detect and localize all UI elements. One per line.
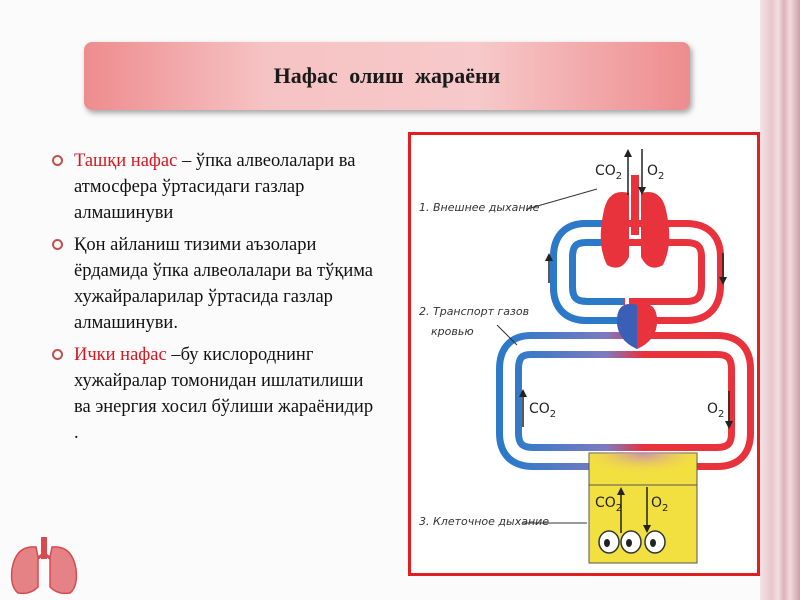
lungs-icon xyxy=(600,191,670,268)
label-gas-transport: 2. Транспорт газов xyxy=(419,305,529,318)
bullet-highlight: Ташқи нафас xyxy=(74,151,178,171)
co2-label-cell: CO2 xyxy=(595,495,622,514)
bullet-text: –бу кислороднинг хужайралар томонидан иш… xyxy=(74,345,374,443)
bullet-marker xyxy=(52,155,63,166)
label-cellular-respiration: 3. Клеточное дыхание xyxy=(419,515,549,528)
bullet-highlight: Ички нафас xyxy=(74,345,167,365)
lungs-icon xyxy=(10,537,78,595)
pointer-line xyxy=(526,188,598,210)
bullet-text: Қон айланиш тизими аъзолари ёрдамида ўпк… xyxy=(74,235,374,333)
o2-label-side: O2 xyxy=(707,401,724,420)
bullet-item: Қон айланиш тизими аъзолари ёрдамида ўпк… xyxy=(52,232,382,336)
respiration-diagram: CO2 O2 CO2 O2 CO2 O2 1. Вн xyxy=(408,132,760,576)
label-external-respiration: 1. Внешнее дыхание xyxy=(419,201,540,214)
bullet-item: Ташқи нафас – ўпка алвеолалари ва атмосф… xyxy=(52,148,382,226)
co2-label-top: CO2 xyxy=(595,163,622,182)
circulation-svg: CO2 O2 CO2 O2 CO2 O2 1. Вн xyxy=(419,149,754,564)
bullet-marker xyxy=(52,349,63,360)
title-banner: Нафас олиш жараёни xyxy=(84,42,690,110)
label-gas-transport-blood: кровью xyxy=(431,325,474,338)
bullet-text: – ўпка алвеолалари ва атмосфера ўртасида… xyxy=(74,151,356,223)
o2-label-cell: O2 xyxy=(651,495,668,514)
slide-title: Нафас олиш жараёни xyxy=(273,63,501,88)
co2-label-side: CO2 xyxy=(529,401,556,420)
right-decorative-border xyxy=(760,0,800,600)
bullet-list: Ташқи нафас – ўпка алвеолалари ва атмосф… xyxy=(52,148,382,452)
o2-label-top: O2 xyxy=(647,163,664,182)
bullet-marker xyxy=(52,239,63,250)
bullet-item: Ички нафас –бу кислороднинг хужайралар т… xyxy=(52,342,382,446)
pointer-line xyxy=(496,324,518,346)
